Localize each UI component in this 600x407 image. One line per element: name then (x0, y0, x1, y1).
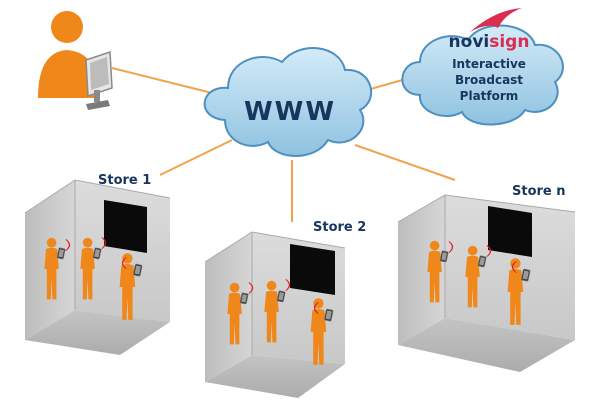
brand-swoosh-icon (470, 8, 522, 32)
brand-prefix: novi (449, 32, 490, 52)
link-www-store1 (159, 139, 233, 176)
store-1-label: Store 1 (98, 173, 151, 188)
cloud-icon (203, 47, 373, 157)
display-screen (290, 244, 335, 295)
store-2: Store 2 (204, 220, 366, 398)
admin-user-icon (38, 11, 113, 110)
display-screen (104, 200, 147, 253)
store-1: Store 1 (24, 173, 171, 355)
brand-suffix: sign (489, 32, 529, 52)
platform-line-1: Interactive (452, 57, 526, 71)
platform-line-3: Platform (460, 89, 519, 103)
brand-logo: novisign (449, 32, 530, 52)
platform-cloud: novisign Interactive Broadcast Platform (401, 8, 564, 126)
display-screen (488, 206, 532, 257)
monitor-icon (85, 50, 113, 110)
link-www-storen (354, 144, 456, 181)
store-2-label: Store 2 (313, 220, 366, 235)
www-label: WWW (244, 97, 336, 127)
platform-line-2: Broadcast (455, 73, 523, 87)
store-n-label: Store n (512, 184, 566, 199)
store-n: Store n (397, 184, 576, 372)
www-cloud: WWW (203, 47, 373, 157)
